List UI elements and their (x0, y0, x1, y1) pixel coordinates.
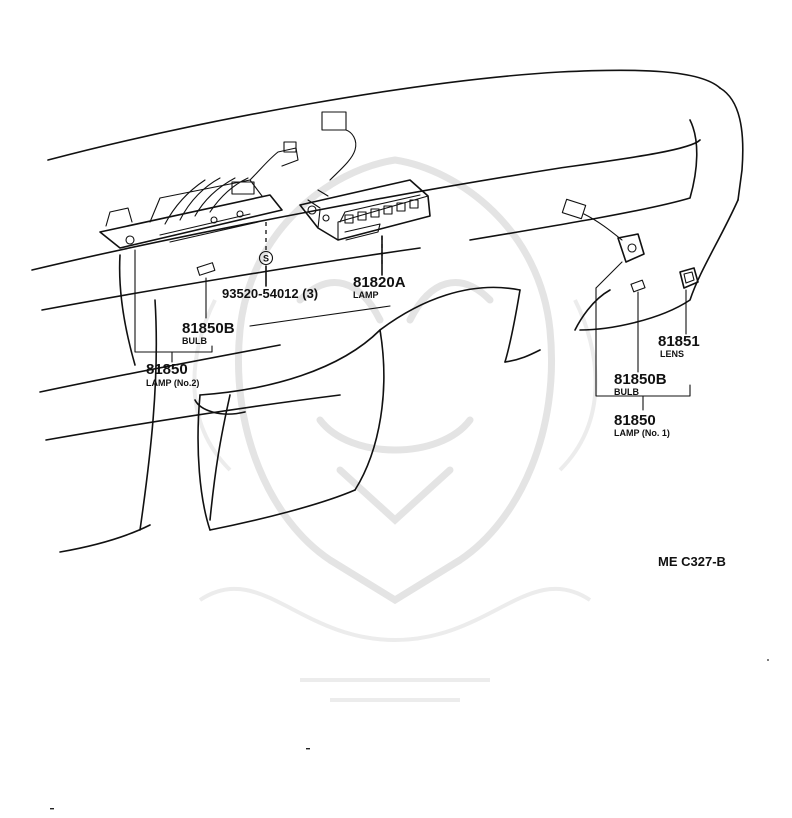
callout-lamp-no1-name: LAMP (No. 1) (614, 428, 670, 438)
leader-lines (134, 222, 691, 411)
meter-cluster (99, 141, 299, 249)
callout-lamp-no1-number: 81850 (614, 412, 656, 429)
lamp-no1-socket (561, 198, 699, 293)
callout-lamp-no2-number: 81850 (146, 361, 188, 378)
callout-81820a-name: LAMP (353, 290, 379, 300)
callout-bulb-right-number: 81850B (614, 371, 667, 388)
speck (50, 808, 54, 810)
callout-bulb-left-number: 81850B (182, 320, 235, 337)
svg-text:S: S (263, 254, 269, 264)
watermark-emblem (192, 156, 598, 702)
callout-bulb-left-name: BULB (182, 336, 207, 346)
bulb-left-part (196, 262, 216, 276)
screw-symbol: S (258, 250, 274, 266)
diagram-code: ME C327-B (658, 554, 726, 569)
callout-lamp-no2-name: LAMP (No.2) (146, 378, 199, 388)
dashboard-outline (31, 69, 744, 553)
callout-lens-number: 81851 (658, 333, 700, 350)
speck (306, 748, 310, 750)
callout-lens-name: LENS (660, 349, 684, 359)
callout-81820a-number: 81820A (353, 274, 406, 291)
callout-bulb-right-name: BULB (614, 387, 639, 397)
callout-screw-number: 93520-54012 (3) (222, 286, 318, 301)
speck (767, 659, 769, 661)
heater-control-assembly (299, 111, 431, 241)
